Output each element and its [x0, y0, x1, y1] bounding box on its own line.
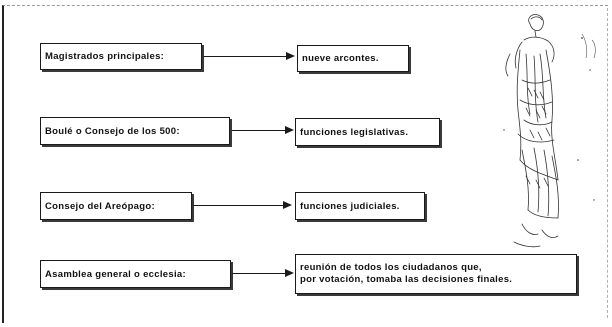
greek-statue-sketch-icon [503, 14, 596, 248]
function-box-legislativas: funciones legislativas. [295, 118, 440, 146]
diagram-frame [2, 5, 608, 323]
institution-box-areopago: Consejo del Areópago: [40, 192, 192, 220]
function-label: funciones legislativas. [300, 126, 409, 138]
arrow-areopago [193, 201, 292, 210]
institution-box-boule: Boulé o Consejo de los 500: [40, 117, 230, 145]
institution-label: Magistrados principales: [45, 51, 165, 62]
function-box-decisiones: reunión de todos los ciudadanos que, por… [295, 254, 577, 294]
function-label: nueve arcontes. [302, 53, 379, 64]
institution-label: Boulé o Consejo de los 500: [45, 125, 180, 137]
function-line-1: reunión de todos los ciudadanos que, [300, 262, 482, 273]
institution-label: Consejo del Areópago: [45, 200, 155, 212]
frame-right-edge [607, 8, 609, 318]
function-box-judiciales: funciones judiciales. [295, 192, 425, 220]
institution-box-magistrados: Magistrados principales: [40, 43, 202, 70]
arrow-magistrados [203, 52, 295, 61]
function-label: funciones judiciales. [300, 200, 400, 212]
function-line-2: por votación, tomaba las decisiones fina… [300, 274, 513, 285]
institution-box-asamblea: Asamblea general o ecclesia: [40, 260, 231, 288]
function-box-arcontes: nueve arcontes. [297, 45, 409, 72]
institution-label: Asamblea general o ecclesia: [45, 268, 186, 280]
arrow-asamblea [232, 269, 294, 278]
arrow-boule [232, 126, 294, 135]
